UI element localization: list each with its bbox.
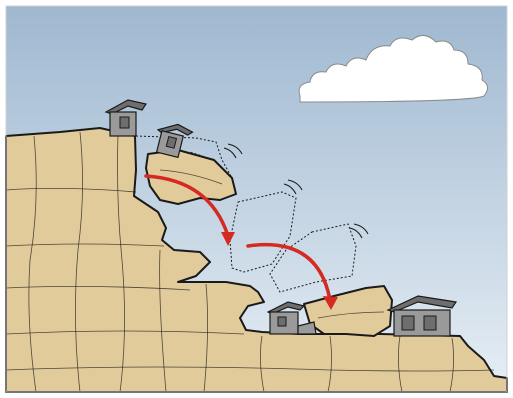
rockfall-diagram	[0, 0, 513, 398]
diagram-canvas	[0, 0, 513, 398]
